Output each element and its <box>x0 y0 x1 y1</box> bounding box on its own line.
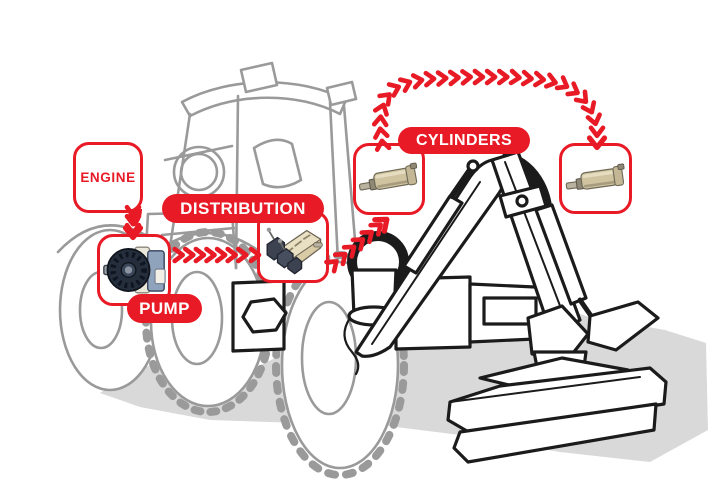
cylinder-box-left <box>353 143 425 215</box>
seat <box>252 138 303 189</box>
engine-label: ENGINE <box>80 170 136 185</box>
distribution-label: DISTRIBUTION <box>162 194 324 223</box>
hydraulic-cylinder-right-image <box>565 163 625 190</box>
roof-beacon-right <box>325 80 358 107</box>
apex-hook <box>500 150 553 236</box>
pump-label: PUMP <box>127 294 202 323</box>
hydraulic-cylinder-left-image <box>358 162 418 191</box>
arrow-distribution-to-cylinders <box>324 216 390 274</box>
counterweight-hex-hole <box>241 297 288 334</box>
dipper-cylinder <box>534 203 588 306</box>
tilt-bracket <box>586 300 660 352</box>
roof-beacon-left <box>239 61 279 94</box>
steering-wheel <box>172 145 226 199</box>
gear-pump-image <box>103 246 166 294</box>
engine-box: ENGINE <box>73 142 143 213</box>
dipper-link-plate <box>498 184 548 219</box>
cylinders-label: CYLINDERS <box>398 127 530 154</box>
boom-swing-mount <box>343 231 409 376</box>
control-valve-image <box>266 227 323 275</box>
mower-head <box>446 304 668 464</box>
cylinder-box-right <box>559 143 632 214</box>
distribution-box <box>257 211 329 283</box>
arrow-pump-to-distribution <box>172 246 262 264</box>
hydraulic-hose <box>343 316 360 376</box>
chassis-frame <box>231 275 558 353</box>
